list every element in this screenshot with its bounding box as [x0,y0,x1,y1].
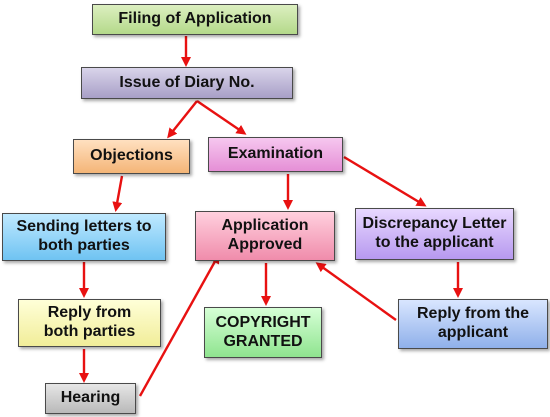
hearing-label: Hearing [60,389,121,407]
reply-from-both-parties-line2: both parties [43,323,136,340]
discrepancy-letter-line1: Discrepancy Letter [362,215,507,233]
reply-from-applicant-line1: Reply from the [416,305,529,323]
application-approved-line1: Application [221,217,309,235]
application-approved-text: Application Approved [221,217,308,255]
issue-of-diary-no-box: Issue of Diary No. [81,67,293,99]
objections-box: Objections [73,139,190,174]
sending-letters-line1: Sending letters to [16,218,152,236]
filing-of-application-box: Filing of Application [92,4,298,35]
discrepancy-letter-box: Discrepancy Letter to the applicant [355,208,514,260]
discrepancy-letter-line2: to the applicant [375,234,494,251]
reply-from-both-parties-box: Reply from both parties [18,299,161,347]
copyright-granted-box: COPYRIGHT GRANTED [204,307,322,358]
reply-from-both-parties-line1: Reply from [47,304,132,322]
copyright-granted-text: COPYRIGHT GRANTED [215,314,310,352]
reply-from-both-parties-text: Reply from both parties [44,304,136,342]
issue-of-diary-no-label: Issue of Diary No. [119,73,255,91]
filing-of-application-label: Filing of Application [118,10,272,28]
objections-label: Objections [90,147,173,165]
arrow-objections-to-sending [112,175,124,212]
examination-label: Examination [227,145,324,163]
application-approved-box: Application Approved [195,211,335,261]
discrepancy-letter-text: Discrepancy Letter to the applicant [362,215,506,253]
arrow-reply-applicant-to-approved [315,262,397,321]
reply-from-applicant-box: Reply from the applicant [398,299,548,349]
examination-box: Examination [208,137,343,172]
hearing-box: Hearing [45,383,136,414]
sending-letters-text: Sending letters to both parties [16,218,151,256]
arrow-examination-to-discrepancy [343,155,427,207]
copyright-granted-line2: GRANTED [223,332,303,350]
sending-letters-line2: both parties [38,237,130,254]
arrow-diary-to-objections [167,100,198,139]
reply-from-applicant-text: Reply from the applicant [417,305,529,343]
arrow-diary-to-examination [196,100,247,135]
application-approved-line2: Approved [227,236,303,253]
copyright-granted-line1: COPYRIGHT [215,313,311,331]
sending-letters-box: Sending letters to both parties [2,213,166,261]
reply-from-applicant-line2: applicant [437,324,509,341]
